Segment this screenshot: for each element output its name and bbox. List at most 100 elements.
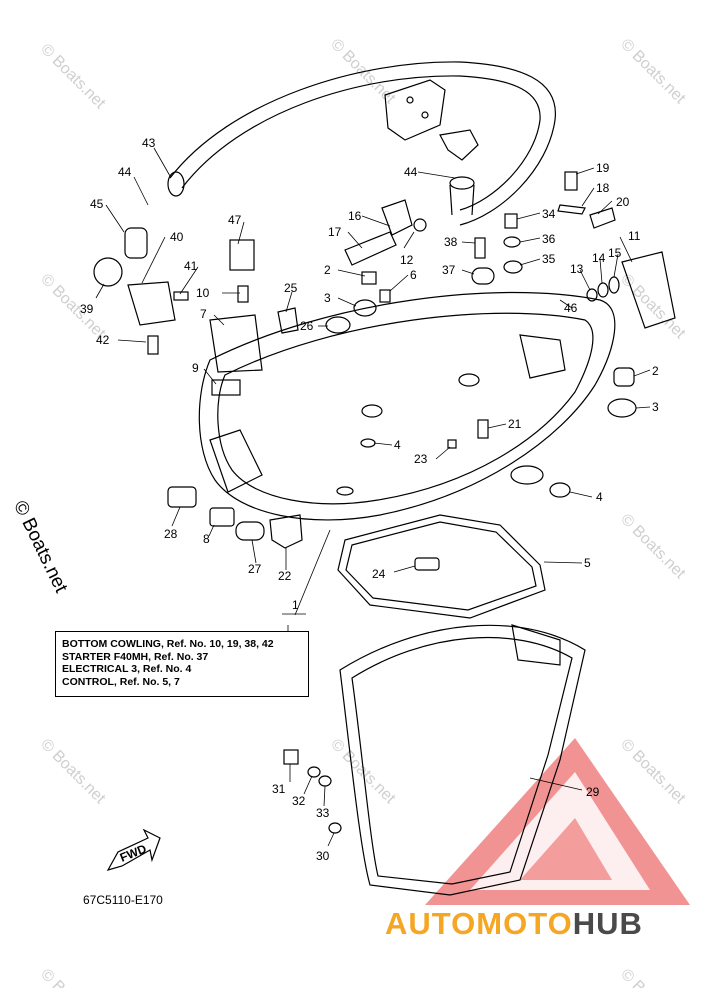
bolt-part xyxy=(504,213,518,229)
note-line: STARTER F40MH, Ref. No. 37 xyxy=(62,650,209,663)
callout-label: 27 xyxy=(248,562,262,576)
reference-notes-box: BOTTOM COWLING, Ref. No. 10, 19, 38, 42 … xyxy=(55,631,309,697)
callout-label: 29 xyxy=(586,785,600,799)
callout-label: 45 xyxy=(90,197,104,211)
callout-label: 44 xyxy=(118,165,132,179)
screw-part xyxy=(447,439,457,449)
grommet-part xyxy=(503,260,523,274)
callout-label: 33 xyxy=(316,806,330,820)
washer-part xyxy=(318,775,332,787)
bolt-part xyxy=(283,749,299,765)
callout-label: 30 xyxy=(316,849,330,863)
callout-group: 43 44 44 19 18 20 34 45 40 36 47 16 17 3… xyxy=(80,136,659,863)
callout-label: 32 xyxy=(292,794,306,808)
bracket-part xyxy=(381,199,413,236)
callout-label: 21 xyxy=(508,417,522,431)
washer-part xyxy=(413,218,427,232)
bolt-part xyxy=(564,171,578,191)
callout-label: 22 xyxy=(278,569,292,583)
diagram-code: 67C5110-E170 xyxy=(83,893,163,907)
damper-part xyxy=(471,267,495,285)
callout-label: 36 xyxy=(542,232,556,246)
callout-label: 16 xyxy=(348,209,362,223)
brand-logo: AUTOMOTOHUB xyxy=(385,906,705,946)
callout-label: 15 xyxy=(608,246,622,260)
cable-end xyxy=(167,171,185,197)
callout-label: 5 xyxy=(584,556,591,570)
cable-part xyxy=(169,61,556,226)
brand-part-b: HUB xyxy=(572,906,643,941)
callout-label: 18 xyxy=(596,181,610,195)
callout-label: 17 xyxy=(328,225,342,239)
watermark: © Boats.net xyxy=(37,41,109,113)
callout-label: 46 xyxy=(564,301,578,315)
callout-label: 2 xyxy=(652,364,659,378)
bolt-part xyxy=(361,271,377,285)
oring-part xyxy=(608,276,620,294)
grommet-part xyxy=(325,316,351,334)
front-cover-part xyxy=(339,624,586,896)
oring-part xyxy=(597,282,609,298)
callout-label: 37 xyxy=(442,263,456,277)
bolt-part xyxy=(344,231,397,266)
control-linkage xyxy=(384,79,479,161)
watermark: © Boats.net xyxy=(617,736,689,808)
callout-label: 35 xyxy=(542,252,556,266)
callout-label: 43 xyxy=(142,136,156,150)
bottom-cowling-tray xyxy=(198,291,616,521)
grommet-part xyxy=(353,299,377,317)
brand-part-a: AUTOMOTO xyxy=(385,906,573,941)
grommet-part xyxy=(269,514,303,549)
callout-label: 26 xyxy=(300,319,314,333)
watermark: © Boats.net xyxy=(37,966,109,988)
plug-part xyxy=(209,507,235,527)
watermark: © Boats.net xyxy=(37,736,109,808)
lever-part xyxy=(621,251,676,329)
washer-part xyxy=(307,766,321,778)
callout-label: 8 xyxy=(203,532,210,546)
bracket-part xyxy=(127,281,176,326)
clamp-part xyxy=(209,314,263,373)
callout-label: 39 xyxy=(80,302,94,316)
callout-label: 7 xyxy=(200,307,207,321)
washer-part xyxy=(557,204,586,215)
callout-label: 24 xyxy=(372,567,386,581)
callout-label: 41 xyxy=(184,259,198,273)
plate-part xyxy=(211,379,241,396)
note-line: ELECTRICAL 3, Ref. No. 4 xyxy=(62,663,192,675)
watermark: © Boats.net xyxy=(617,966,689,988)
bolt-part xyxy=(613,367,635,387)
clip-part xyxy=(449,176,475,190)
fwd-arrow-icon: FWD xyxy=(106,828,161,871)
callout-label: 4 xyxy=(394,438,401,452)
screw-part xyxy=(379,289,391,303)
cable-part xyxy=(181,75,541,211)
callout-label: 11 xyxy=(628,229,641,243)
callout-label: 3 xyxy=(324,291,331,305)
callout-label: 2 xyxy=(324,263,331,277)
leader-lines xyxy=(95,147,651,847)
pad-part xyxy=(414,557,440,571)
callout-label: 12 xyxy=(400,253,414,267)
callout-label: 19 xyxy=(596,161,610,175)
bolt-part xyxy=(147,335,159,355)
watermark: © Boats.net xyxy=(617,271,689,343)
grommet-part xyxy=(549,482,571,498)
callout-label: 42 xyxy=(96,333,110,347)
bolt-part xyxy=(474,237,486,259)
callout-label: 40 xyxy=(170,230,184,244)
callout-label: 13 xyxy=(570,262,584,276)
callout-label: 31 xyxy=(272,782,286,796)
callout-label: 4 xyxy=(596,490,603,504)
callout-label: 1 xyxy=(292,598,299,612)
callout-label: 10 xyxy=(196,286,210,300)
callout-label: 28 xyxy=(164,527,178,541)
note-line: BOTTOM COWLING, Ref. No. 10, 19, 38, 42 xyxy=(62,638,274,650)
grommet-part xyxy=(607,398,637,418)
washer-part xyxy=(503,236,521,248)
callout-label: 14 xyxy=(592,251,606,265)
spring-part xyxy=(589,207,616,229)
grommet-part xyxy=(167,486,197,508)
brand-triangle-icon xyxy=(425,738,690,905)
